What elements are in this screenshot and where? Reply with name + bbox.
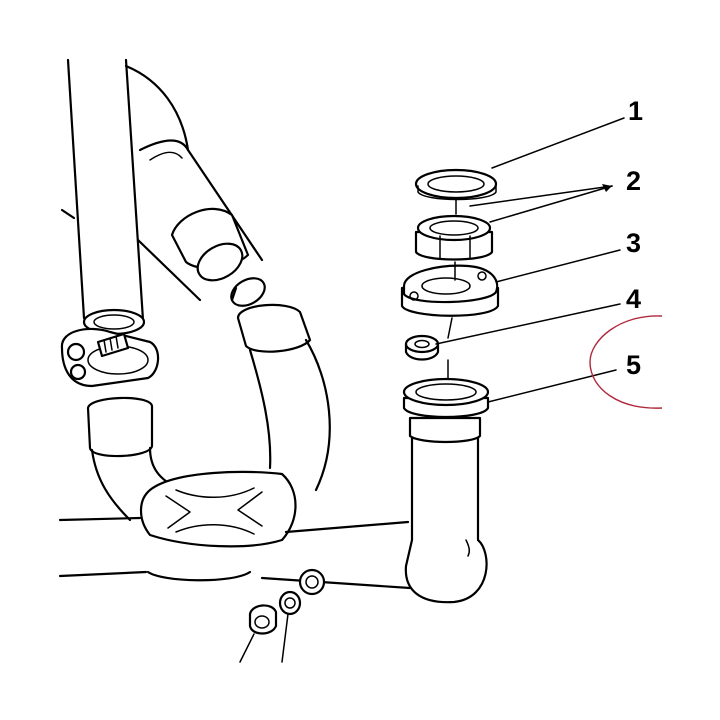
part-1-ring <box>414 168 498 201</box>
upper-diagonal-pipe <box>124 64 266 307</box>
part-2-collet <box>414 214 494 261</box>
right-exhaust-pipe <box>404 436 488 604</box>
pipe-clamp <box>60 327 160 388</box>
highlight-circle <box>589 315 663 409</box>
callout-3: 3 <box>626 228 642 258</box>
lower-horizontal-pipes <box>58 516 412 590</box>
part-4-nut <box>404 334 440 361</box>
callout-leaders <box>435 117 625 403</box>
callout-5: 5 <box>626 350 642 380</box>
crossover-pipe <box>139 470 297 548</box>
center-bend <box>236 303 331 492</box>
left-vertical-pipe <box>60 58 146 336</box>
callout-1: 1 <box>628 96 644 126</box>
part-5-collar <box>402 377 490 444</box>
callout-2: 2 <box>626 166 642 196</box>
assembly-axis-line <box>447 197 457 379</box>
callout-4: 4 <box>626 284 642 314</box>
lower-fasteners <box>239 568 326 663</box>
part-3-flange <box>400 264 500 317</box>
